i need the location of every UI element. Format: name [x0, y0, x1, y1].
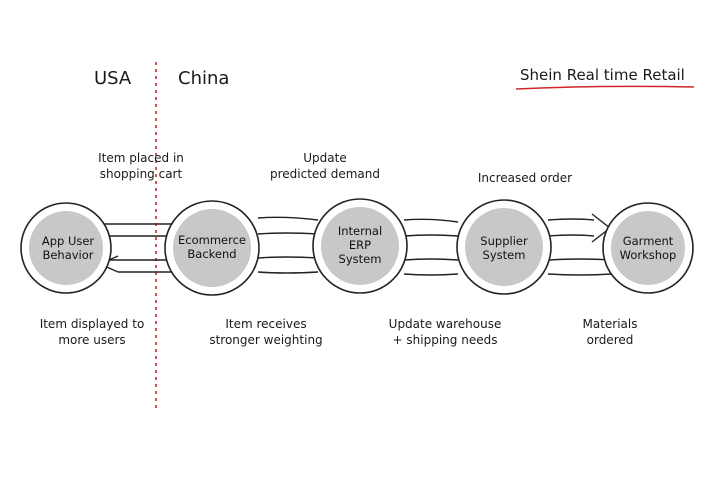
node-label-garment: Garment Workshop — [619, 234, 677, 262]
node-garment-circle — [602, 202, 694, 294]
node-label-ecom: Ecommerce Backend — [178, 233, 246, 261]
node-label-erp: Internal ERP System — [337, 224, 383, 266]
bottom-label-weighting: Item receives stronger weighting — [209, 317, 323, 347]
connector-supplier-garment — [547, 213, 613, 276]
diagram-title: Shein Real time Retail — [520, 66, 685, 84]
node-ecom-circle — [164, 200, 260, 296]
top-label-order: Increased order — [477, 171, 573, 185]
title-underline — [515, 85, 695, 90]
top-label-demand: Update predicted demand — [269, 151, 380, 181]
node-label-app: App User Behavior — [41, 234, 95, 262]
top-label-cart: Item placed in shopping cart — [98, 151, 184, 181]
node-erp-circle — [312, 198, 408, 294]
region-label-usa: USA — [94, 68, 132, 89]
node-supplier-circle — [456, 199, 552, 295]
bottom-label-materials: Materials ordered — [582, 317, 638, 347]
connector-erp-supplier — [403, 218, 459, 276]
bottom-label-display: Item displayed to more users — [39, 317, 145, 347]
connector-ecom-erp — [257, 216, 319, 274]
region-label-china: China — [178, 68, 230, 89]
bottom-label-warehouse: Update warehouse + shipping needs — [388, 317, 502, 347]
node-app-circle — [20, 202, 112, 294]
node-label-supplier: Supplier System — [480, 234, 528, 262]
